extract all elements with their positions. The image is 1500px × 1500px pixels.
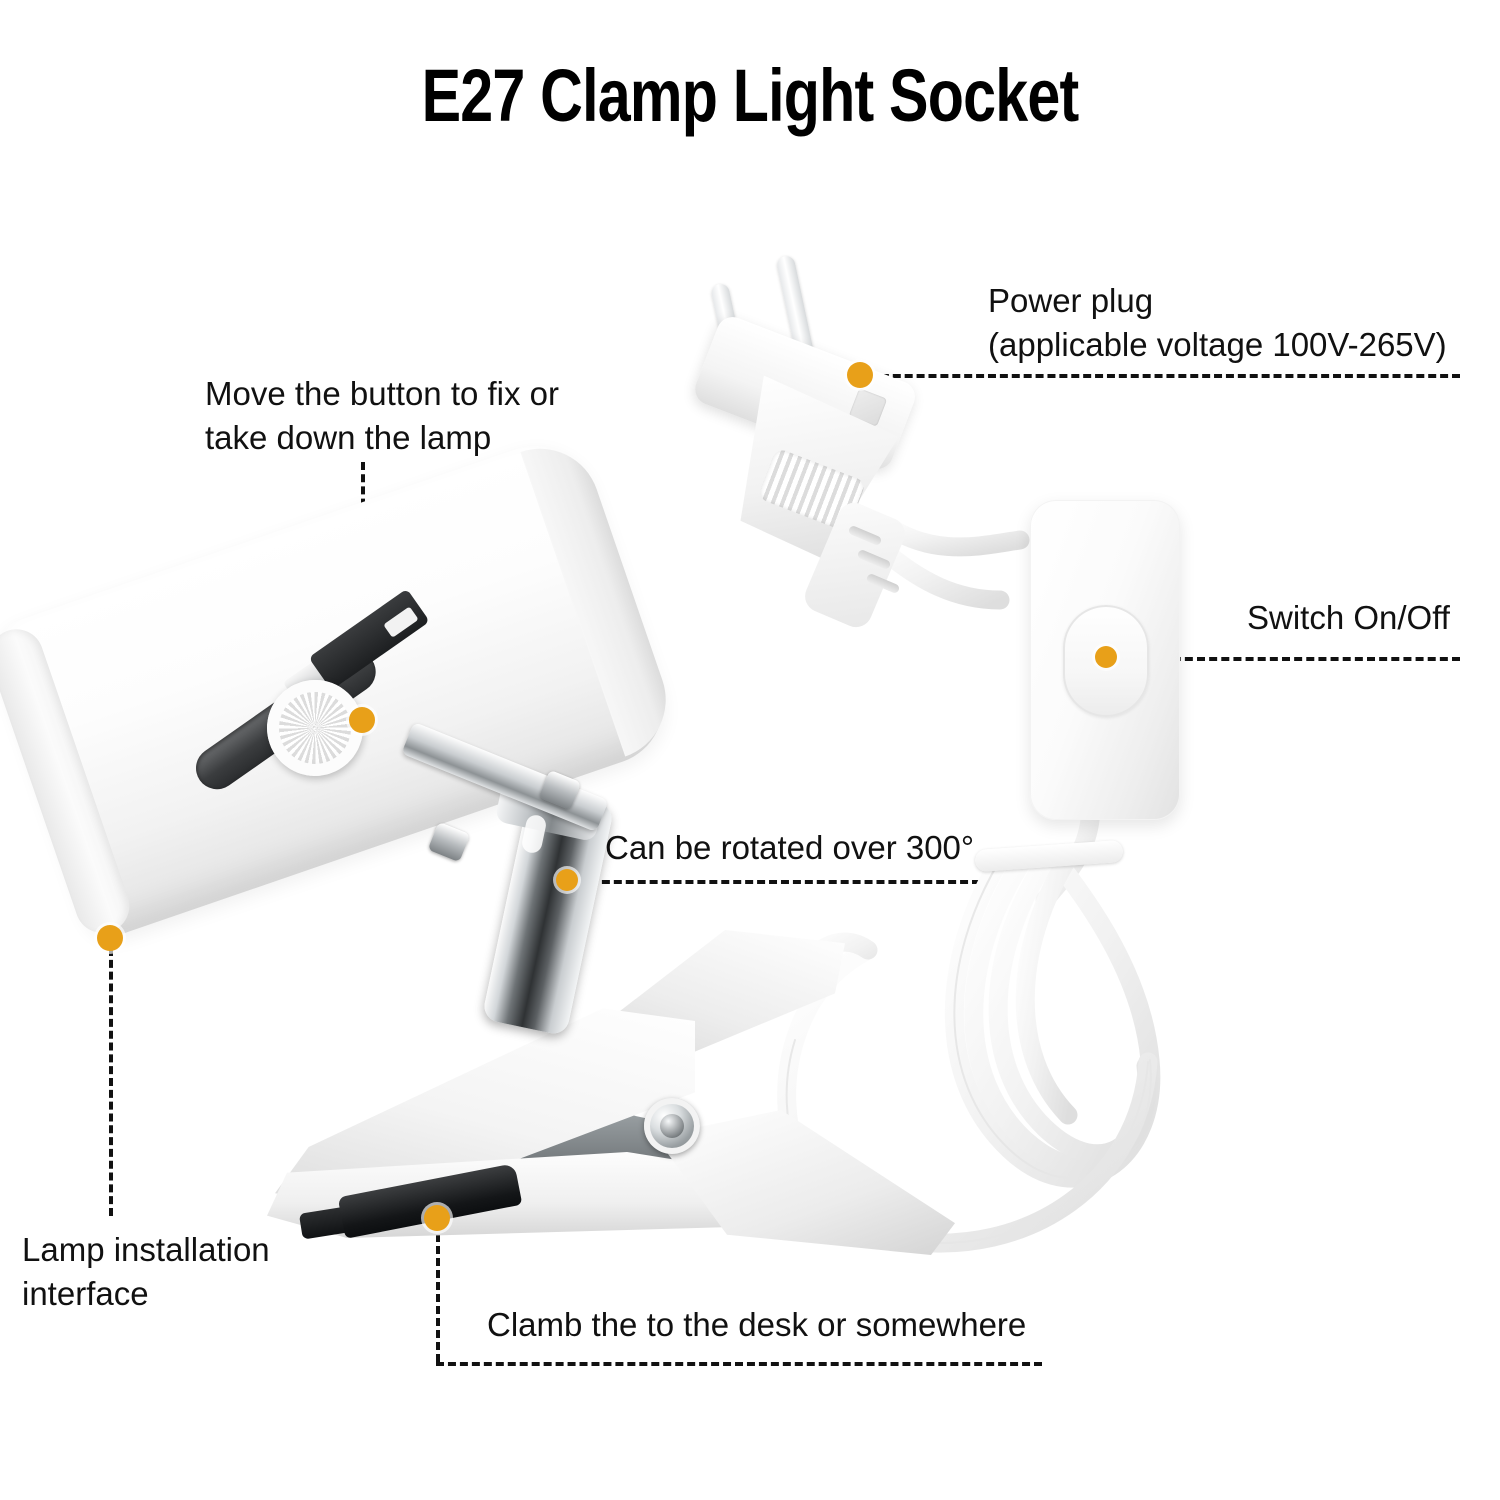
leader-line-rotation [578, 880, 980, 884]
callout-dot-power-plug[interactable] [847, 362, 873, 388]
callout-label-clamp: Clamb the to the desk or somewhere [487, 1306, 1027, 1343]
callout-dot-clamp[interactable] [424, 1205, 450, 1231]
callout-label-rotation: Can be rotated over 300° [605, 829, 975, 866]
callout-dot-move-button[interactable] [349, 707, 375, 733]
callout-label-move-button: Move the button to fix or take down the … [205, 375, 560, 456]
clamp-pivot-bolt [644, 1098, 700, 1154]
leader-line-lamp-interface [109, 948, 113, 1216]
page-title: E27 Clamp Light Socket [421, 54, 1080, 137]
callout-label-switch: Switch On/Off [1247, 599, 1450, 636]
leader-line-switch [1112, 657, 1460, 661]
leader-line-clamp-horizontal [436, 1362, 1042, 1366]
callout-dot-switch[interactable] [1095, 646, 1117, 668]
callout-dot-lamp-interface[interactable] [97, 925, 123, 951]
callout-label-lamp-interface: Lamp installation interface [22, 1231, 270, 1312]
callout-dot-rotation[interactable] [556, 869, 578, 891]
power-plug [690, 254, 930, 633]
callout-label-power-plug: Power plug (applicable voltage 100V-265V… [988, 282, 1447, 363]
leader-line-clamp-vertical [436, 1222, 440, 1362]
leader-line-power-plug [869, 374, 1460, 378]
